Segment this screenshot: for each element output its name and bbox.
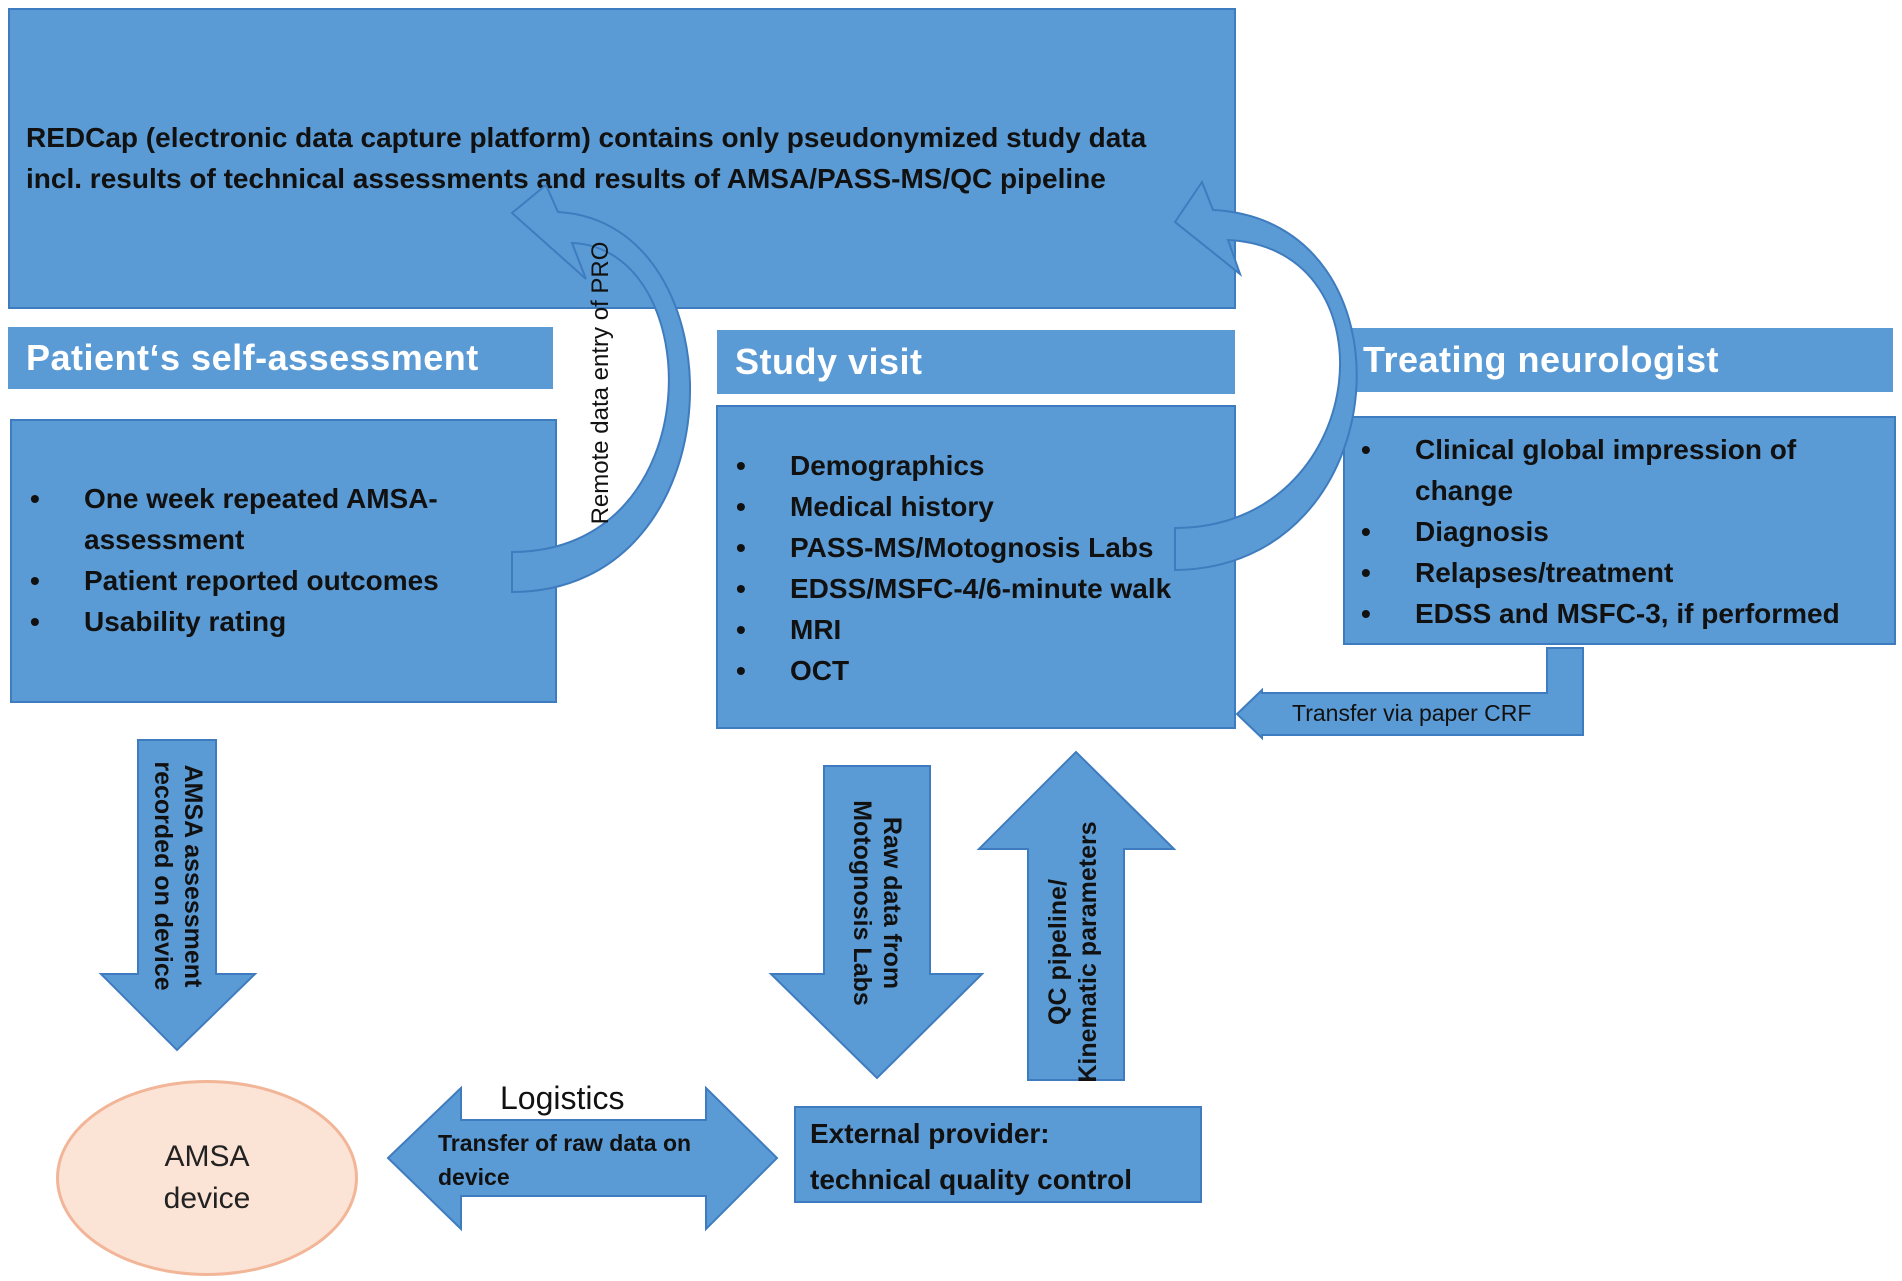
study-visit-to-redcap-arrow [1173,179,1358,572]
patient-item: Usability rating [30,601,500,642]
patient-item: One week repeated AMSA-assessment [30,478,500,560]
patient-item: Patient reported outcomes [30,560,500,601]
external-provider-box: External provider: technical quality con… [794,1106,1202,1203]
study-visit-header: Study visit [717,330,1235,394]
remote-entry-arrow [510,183,691,594]
qc-pipeline-label: QC pipeline/ Kinematic parameters [1043,817,1103,1087]
study-visit-list: Demographics Medical history PASS-MS/Mot… [736,445,1236,691]
study-visit-item: Medical history [736,486,1236,527]
raw-data-label: Raw data from Motognosis Labs [847,758,907,1048]
external-line-1: External provider: [810,1118,1050,1149]
neurologist-box: Clinical global impression of change Dia… [1343,416,1896,645]
amsa-device-label: AMSA device [163,1140,251,1215]
study-visit-box: Demographics Medical history PASS-MS/Mot… [716,405,1236,729]
qc-pipeline-text: QC pipeline/ Kinematic parameters [1044,821,1102,1083]
neurologist-list: Clinical global impression of change Dia… [1361,429,1881,634]
redcap-line-1: REDCap (electronic data capture platform… [26,122,1147,153]
amsa-device: AMSA device [56,1080,358,1276]
raw-data-text: Raw data from Motognosis Labs [848,800,906,1006]
external-line-2: technical quality control [810,1164,1133,1195]
qc-pipeline-arrow [976,750,1177,1081]
study-visit-item: Demographics [736,445,1236,486]
transfer-paper-label: Transfer via paper CRF [1292,700,1532,726]
remote-entry-label: Remote data entry of PRO [587,241,614,525]
raw-data-arrow [768,765,985,1080]
patient-header: Patient‘s self-assessment [8,327,553,389]
neurologist-item: Relapses/treatment [1361,552,1881,593]
transfer-raw-label: Transfer of raw data on device [438,1130,692,1190]
logistics-arrow [386,1085,779,1232]
neurologist-item: Clinical global impression of change [1361,429,1881,511]
study-visit-item: PASS-MS/Motognosis Labs [736,527,1236,568]
external-provider-text: External provider: technical quality con… [810,1111,1132,1203]
study-visit-item: EDSS/MSFC-4/6-minute walk [736,568,1236,609]
neurologist-item: EDSS and MSFC-3, if performed [1361,593,1881,634]
redcap-text: REDCap (electronic data capture platform… [26,117,1146,199]
amsa-recorded-text: AMSA assessment recorded on device [149,761,207,991]
patient-box: One week repeated AMSA-assessment Patien… [10,419,557,703]
patient-list: One week repeated AMSA-assessment Patien… [30,478,500,642]
neurologist-header: Treating neurologist [1345,328,1893,392]
study-visit-item: OCT [736,650,1236,691]
neurologist-item: Diagnosis [1361,511,1881,552]
amsa-recorded-arrow [98,739,258,1052]
study-visit-item: MRI [736,609,1236,650]
transfer-paper-arrow [1235,647,1584,741]
redcap-line-2: incl. results of technical assessments a… [26,163,1106,194]
amsa-recorded-label: AMSA assessment recorded on device [148,726,208,1026]
logistics-label: Logistics [500,1080,625,1116]
